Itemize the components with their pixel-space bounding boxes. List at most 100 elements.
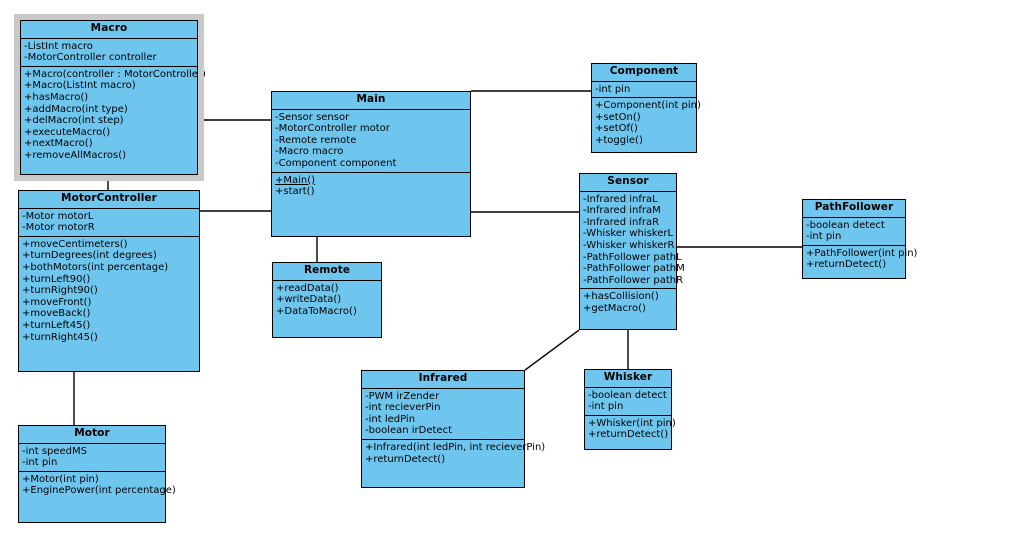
uml-class-component[interactable]: Component-int pin+Component(int pin)+set… <box>591 63 701 153</box>
operation-row: +Motor(int pin) <box>22 473 99 485</box>
class-operations-macro: +Macro(controller : MotorController)+Mac… <box>21 67 206 164</box>
class-attributes-motorcontroller: -Motor motorL-Motor motorR <box>19 209 199 237</box>
operation-row: +turnDegrees(int degrees) <box>22 250 157 262</box>
class-operations-motor: +Motor(int pin)+EnginePower(int percenta… <box>19 472 176 499</box>
attribute-row: -PathFollower pathR <box>583 274 684 286</box>
operation-row: +removeAllMacros() <box>24 149 127 161</box>
class-operations-component: +Component(int pin)+setOn()+setOf()+togg… <box>592 98 701 148</box>
operation-row: +turnLeft90() <box>22 273 91 285</box>
attribute-row: -Infrared infraR <box>583 216 660 228</box>
attribute-row: -int ledPin <box>365 413 416 425</box>
attribute-row: -PathFollower pathL <box>583 251 682 263</box>
operation-row: +returnDetect() <box>365 453 446 465</box>
operation-row: +Macro(ListInt macro) <box>24 80 136 92</box>
attribute-row: -PathFollower pathM <box>583 263 685 275</box>
operation-row: +setOn() <box>595 111 641 123</box>
class-attributes-infrared: -PWM irZender-int recieverPin-int ledPin… <box>362 389 524 440</box>
attribute-row: -int pin <box>595 83 631 95</box>
operation-row: +moveCentimeters() <box>22 238 128 250</box>
operation-row: +moveFront() <box>22 296 92 308</box>
attribute-row: -int pin <box>806 231 842 243</box>
operation-row: +returnDetect() <box>806 259 887 271</box>
uml-class-motor[interactable]: Motor-int speedMS-int pin+Motor(int pin)… <box>18 425 176 523</box>
operation-row: +Main() <box>275 174 316 186</box>
operation-row: +DataToMacro() <box>276 305 357 317</box>
attribute-row: -int speedMS <box>22 445 88 457</box>
attribute-row: -int pin <box>22 457 58 469</box>
uml-class-sensor[interactable]: Sensor-Infrared infraL-Infrared infraM-I… <box>579 173 685 330</box>
class-operations-infrared: +Infrared(int ledPin, int recieverPin)+r… <box>362 440 546 467</box>
class-attributes-macro: -ListInt macro-MotorController controlle… <box>21 39 197 67</box>
attribute-row: -Macro macro <box>275 146 344 158</box>
class-title-motorcontroller: MotorController <box>19 191 199 209</box>
class-attributes-sensor: -Infrared infraL-Infrared infraM-Infrare… <box>580 192 685 290</box>
attribute-row: -Sensor sensor <box>275 111 350 123</box>
class-operations-whisker: +Whisker(int pin)+returnDetect() <box>585 416 676 443</box>
uml-class-main[interactable]: Main-Sensor sensor-MotorController motor… <box>271 91 471 237</box>
operation-row: +addMacro(int type) <box>24 103 128 115</box>
attribute-row: -MotorController motor <box>275 123 390 135</box>
operation-row: +Whisker(int pin) <box>588 417 676 429</box>
attribute-row: -Whisker whiskerR <box>583 239 675 251</box>
class-title-component: Component <box>592 64 696 82</box>
operation-row: +Macro(controller : MotorController) <box>24 68 206 80</box>
operation-row: +setOf() <box>595 123 638 135</box>
operation-row: +hasCollision() <box>583 291 659 303</box>
operation-row: +moveBack() <box>22 308 91 320</box>
operation-row: +hasMacro() <box>24 91 89 103</box>
connector-sensor-infrared[interactable] <box>524 329 580 371</box>
attribute-row: -ListInt macro <box>24 40 93 52</box>
operation-row: +nextMacro() <box>24 138 93 150</box>
operation-row: +writeData() <box>276 294 342 306</box>
class-attributes-whisker: -boolean detect-int pin <box>585 388 671 416</box>
class-title-whisker: Whisker <box>585 370 671 388</box>
class-operations-remote: +readData()+writeData()+DataToMacro() <box>273 281 381 320</box>
operation-row: +PathFollower(int pin) <box>806 247 918 259</box>
operation-row: +EnginePower(int percentage) <box>22 485 176 497</box>
attribute-row: -boolean irDetect <box>365 425 453 437</box>
uml-class-infrared[interactable]: Infrared-PWM irZender-int recieverPin-in… <box>361 370 546 488</box>
attribute-row: -int pin <box>588 401 624 413</box>
operation-row: +turnRight45() <box>22 331 98 343</box>
attribute-row: -Infrared infraL <box>583 193 658 205</box>
operation-row: +executeMacro() <box>24 126 111 138</box>
class-attributes-pathfollower: -boolean detect-int pin <box>803 218 905 246</box>
operation-row: +turnLeft45() <box>22 319 91 331</box>
attribute-row: -Motor motorL <box>22 210 94 222</box>
class-title-pathfollower: PathFollower <box>803 200 905 218</box>
class-title-main: Main <box>272 92 470 110</box>
class-attributes-component: -int pin <box>592 82 696 99</box>
class-attributes-main: -Sensor sensor-MotorController motor-Rem… <box>272 110 470 173</box>
class-title-motor: Motor <box>19 426 165 444</box>
attribute-row: -Motor motorR <box>22 222 95 234</box>
attribute-row: -boolean detect <box>806 219 885 231</box>
operation-row: +Infrared(int ledPin, int recieverPin) <box>365 441 546 453</box>
attribute-row: -Whisker whiskerL <box>583 228 674 240</box>
attribute-row: -Infrared infraM <box>583 205 661 217</box>
class-operations-sensor: +hasCollision()+getMacro() <box>580 289 676 316</box>
operation-row: +bothMotors(int percentage) <box>22 261 169 273</box>
uml-class-remote[interactable]: Remote+readData()+writeData()+DataToMacr… <box>272 262 382 338</box>
operation-row: +Component(int pin) <box>595 100 701 112</box>
class-title-infrared: Infrared <box>362 371 524 389</box>
operation-row: +start() <box>275 186 315 198</box>
attribute-row: -Remote remote <box>275 134 357 146</box>
operation-row: +turnRight90() <box>22 285 98 297</box>
class-operations-motorcontroller: +moveCentimeters()+turnDegrees(int degre… <box>19 237 199 345</box>
attribute-row: -boolean detect <box>588 389 667 401</box>
operation-row: +delMacro(int step) <box>24 115 124 127</box>
operation-row: +getMacro() <box>583 302 646 314</box>
uml-class-whisker[interactable]: Whisker-boolean detect-int pin+Whisker(i… <box>584 369 676 450</box>
uml-class-macro[interactable]: Macro-ListInt macro-MotorController cont… <box>14 14 206 181</box>
operation-row: +readData() <box>276 282 339 294</box>
class-title-macro: Macro <box>21 21 197 39</box>
class-title-sensor: Sensor <box>580 174 676 192</box>
operation-row: +toggle() <box>595 134 643 146</box>
class-operations-main: +Main()+start() <box>272 173 470 200</box>
class-attributes-motor: -int speedMS-int pin <box>19 444 165 472</box>
uml-class-motorcontroller[interactable]: MotorController-Motor motorL-Motor motor… <box>18 190 200 372</box>
class-operations-pathfollower: +PathFollower(int pin)+returnDetect() <box>803 246 918 273</box>
uml-class-pathfollower[interactable]: PathFollower-boolean detect-int pin+Path… <box>802 199 918 279</box>
attribute-row: -PWM irZender <box>365 390 440 402</box>
